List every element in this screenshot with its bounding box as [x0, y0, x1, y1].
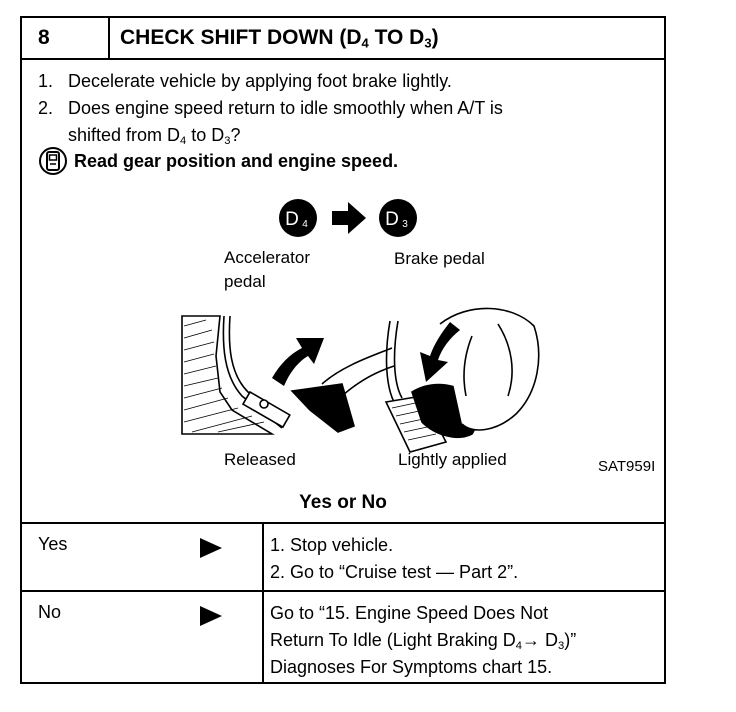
answer-yes: Yes [38, 534, 68, 554]
svg-text:D: D [385, 209, 399, 230]
no-action: Go to “15. Engine Speed Does Not Return … [270, 603, 577, 677]
pedal-illustration: D 4 D 3 [172, 196, 656, 486]
instruction-step-2: 2. Does engine speed return to idle smoo… [38, 98, 503, 147]
yes-action: 1. Stop vehicle.2. Go to “Cruise test — … [270, 535, 519, 582]
step-title: CHECK SHIFT DOWN (D4 TO D3) [120, 26, 439, 51]
gear-d3-badge: D 3 [379, 199, 417, 237]
svg-text:4: 4 [302, 219, 308, 230]
instruction-list: 1. Decelerate vehicle by applying foot b… [38, 68, 503, 149]
yes-or-no-heading: Yes or No [299, 492, 387, 513]
svg-text:D: D [285, 209, 299, 230]
gear-d4-badge: D 4 [279, 199, 317, 237]
label-lightly-applied: Lightly applied [398, 450, 507, 469]
step-header: 8 CHECK SHIFT DOWN (D4 TO D3) [22, 18, 664, 60]
diagnostic-step-card: 8 CHECK SHIFT DOWN (D4 TO D3) 1. Deceler… [20, 16, 666, 684]
consult-tool-icon [39, 147, 67, 175]
figure-code: SAT959I [598, 458, 656, 475]
instruction-step-1: 1. Decelerate vehicle by applying foot b… [38, 71, 452, 91]
step-number: 8 [22, 18, 110, 58]
yes-arrow-icon [200, 538, 222, 558]
accelerator-pedal-drawing [181, 315, 395, 435]
brake-pedal-drawing [384, 307, 540, 453]
apply-arrow-icon [420, 322, 460, 382]
column-divider [262, 522, 264, 682]
label-brake-pedal: Brake pedal [394, 249, 485, 268]
read-instruction: Read gear position and engine speed. [38, 146, 398, 176]
label-released: Released [224, 450, 296, 469]
shift-arrow-icon [332, 202, 366, 234]
yes-row: Yes 1. Stop vehicle.2. Go to “Cruise tes… [22, 522, 664, 592]
svg-text:3: 3 [402, 219, 408, 230]
no-row: No Go to “15. Engine Speed Does Not Retu… [22, 590, 664, 684]
no-arrow-icon [200, 606, 222, 626]
answer-no: No [38, 602, 62, 622]
release-arrow-icon [272, 338, 324, 386]
